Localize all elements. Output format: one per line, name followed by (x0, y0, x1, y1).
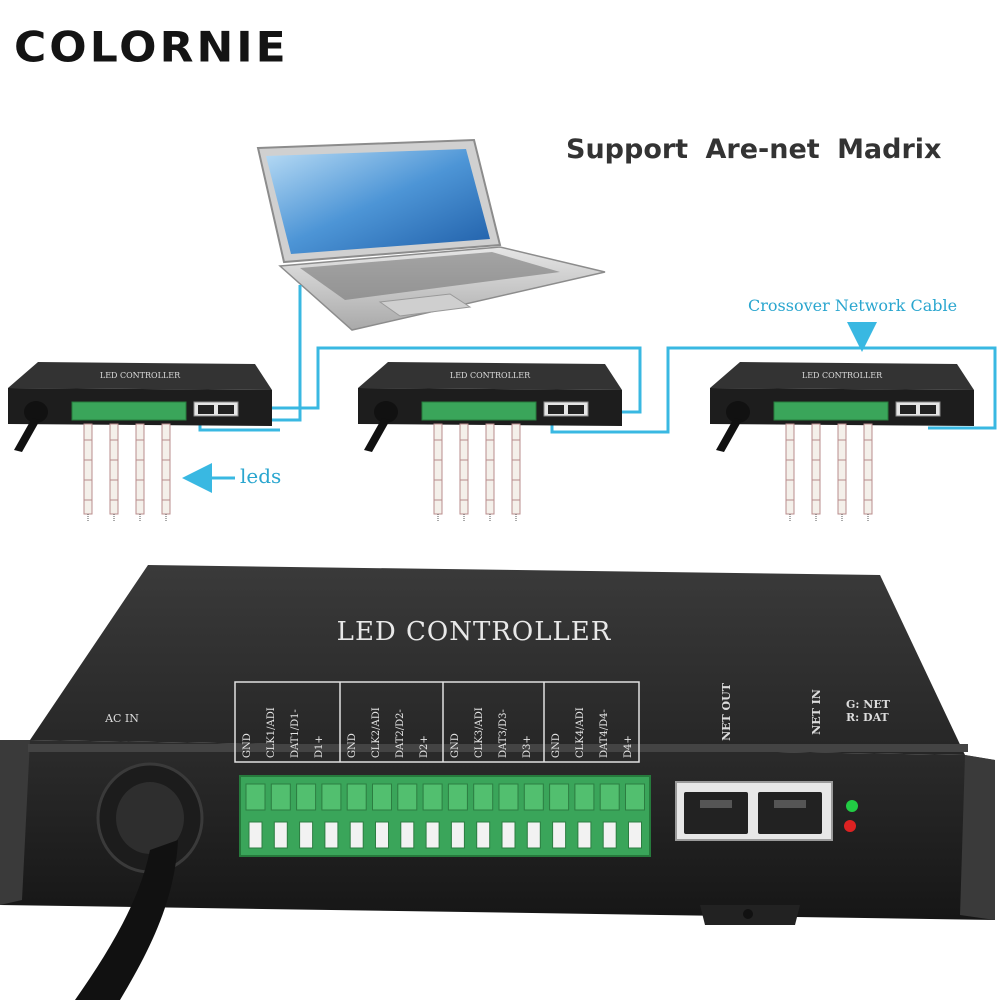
pin-label: D3+ (522, 735, 533, 758)
terminal-screw (447, 783, 468, 811)
legend-r-dat: R: DAT (846, 711, 890, 724)
terminal-screw (245, 783, 266, 811)
terminal-slot (299, 821, 314, 849)
leds-label: leds (240, 464, 282, 488)
main-controller: GND CLK1/ADI DAT1/D1- D1+ GND CLK2/ADI DAT2/D2… (0, 565, 995, 1000)
terminal-slot (375, 821, 389, 849)
terminal-slot (526, 821, 541, 849)
pin-label: CLK3/ADI (474, 707, 485, 758)
small-controller-title: LED CONTROLLER (450, 371, 531, 380)
terminal-slot (628, 821, 642, 849)
pin-label: GND (450, 733, 461, 758)
crossover-cable-label: Crossover Network Cable (748, 296, 958, 315)
terminal-slot (476, 821, 491, 849)
terminal-screw (599, 783, 620, 811)
terminal-slot (324, 821, 339, 849)
terminal-slot (425, 821, 440, 849)
controller-title: LED CONTROLLER (337, 617, 612, 647)
terminal-slot (577, 821, 592, 849)
headline-text: Support Are-net Madrix (566, 134, 942, 165)
small-controller-title: LED CONTROLLER (802, 371, 883, 380)
terminal-screw (625, 783, 645, 811)
terminal-slot (273, 821, 288, 849)
pin-label: GND (242, 733, 253, 758)
terminal-screw (372, 783, 392, 811)
terminal-screw (346, 783, 367, 811)
terminal-screw (574, 783, 595, 811)
small-controller: LED CONTROLLER (358, 362, 622, 522)
legend-g-net: G: NET (846, 698, 891, 711)
pin-label: CLK2/ADI (371, 707, 382, 758)
ac-in-label: AC IN (104, 712, 139, 725)
pin-label: CLK1/ADI (266, 707, 277, 758)
terminal-screw (498, 783, 519, 811)
terminal-screw (549, 783, 570, 811)
small-controller-title: LED CONTROLLER (100, 371, 181, 380)
pin-label: DAT3/D3- (498, 709, 509, 758)
terminal-slot (349, 821, 364, 849)
brand-logo: COLORNIE (14, 23, 289, 72)
terminal-screw (270, 783, 291, 811)
pin-label: D2+ (419, 735, 430, 758)
pin-label: DAT2/D2- (395, 709, 406, 758)
pin-label: D4+ (623, 735, 634, 758)
terminal-screw (397, 783, 418, 811)
terminal-screw (296, 783, 317, 811)
terminal-screw (422, 783, 443, 811)
pin-label: CLK4/ADI (575, 707, 586, 758)
small-controllers: LED CONTROLLER LED CONTROLLER LED CONTROLL… (8, 362, 974, 522)
laptop-image (256, 138, 606, 331)
terminal-slot (400, 821, 415, 849)
terminal-screw (473, 783, 494, 811)
net-in-label: NET IN (810, 689, 823, 735)
pin-label: GND (347, 733, 358, 758)
small-controller: LED CONTROLLER (8, 362, 272, 522)
terminal-slot (602, 821, 617, 849)
terminal-screw (321, 783, 342, 811)
pin-label: DAT1/D1- (290, 709, 301, 758)
pin-label: DAT4/D4- (599, 709, 610, 758)
terminal-slot (501, 821, 516, 849)
terminal-slot (552, 821, 567, 849)
pin-label: D1+ (314, 735, 325, 758)
terminal-screw (523, 783, 544, 811)
terminal-slot (450, 821, 465, 849)
pin-label: GND (551, 733, 562, 758)
terminal-slot (248, 821, 263, 849)
net-out-label: NET OUT (720, 682, 733, 741)
small-controller: LED CONTROLLER (710, 362, 974, 522)
